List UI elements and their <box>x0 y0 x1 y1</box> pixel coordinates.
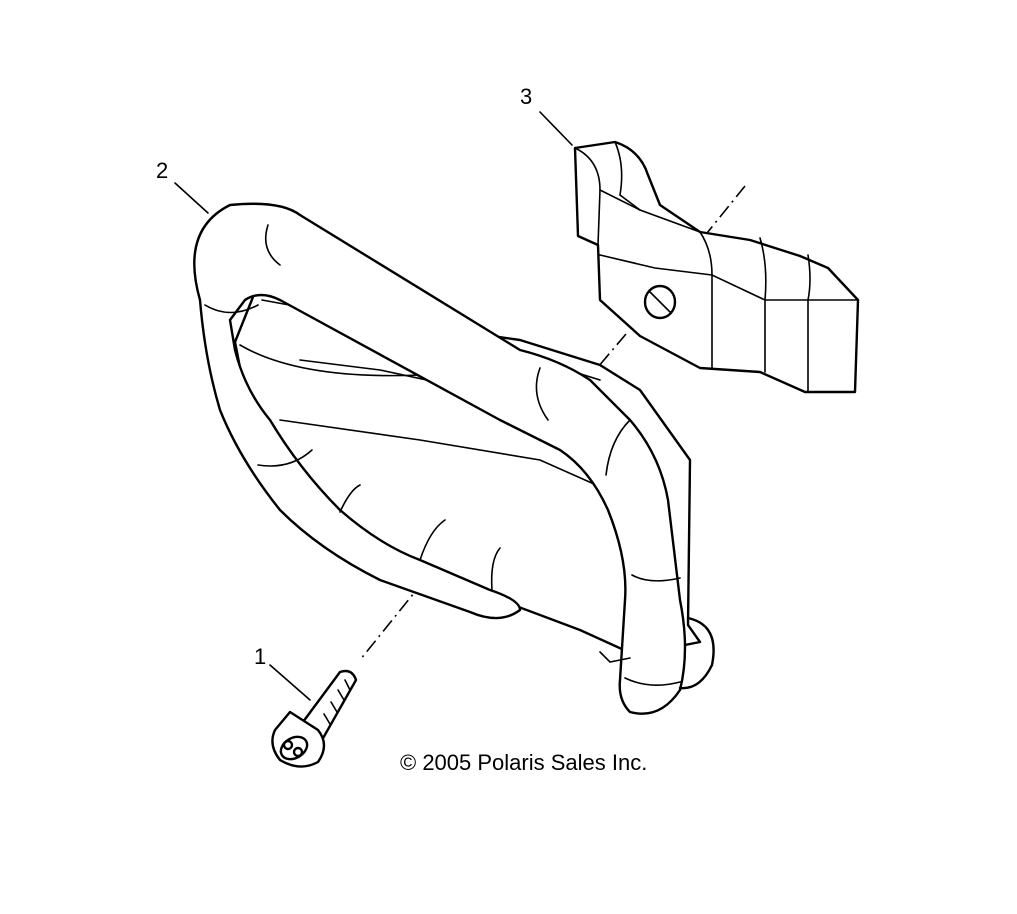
bumper-bar-icon <box>193 202 715 715</box>
leader-line-2 <box>174 182 209 214</box>
leader-line-1 <box>269 664 311 701</box>
copyright-notice: © 2005 Polaris Sales Inc. <box>400 750 648 775</box>
bolt-icon <box>271 669 358 768</box>
callout-number-1: 1 <box>254 644 267 669</box>
leader-line-3 <box>539 111 573 146</box>
callout-number-3: 3 <box>520 84 533 109</box>
mounting-bracket-icon <box>573 140 860 394</box>
callout-number-2: 2 <box>156 158 169 183</box>
